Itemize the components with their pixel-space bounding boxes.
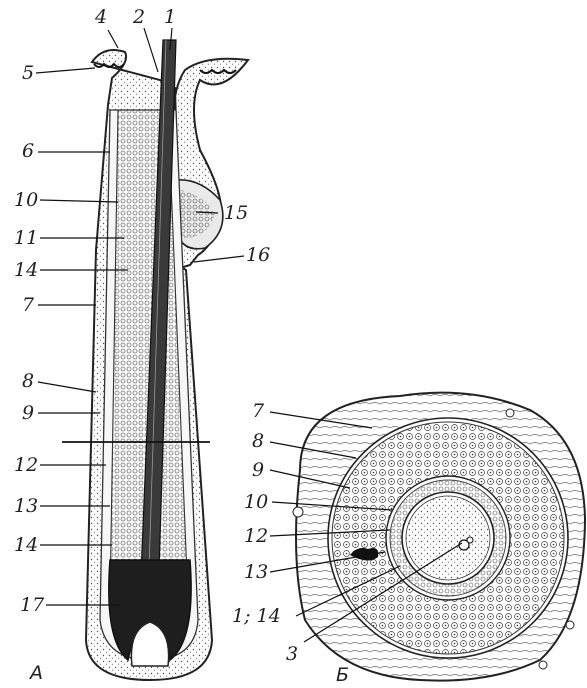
label-4: 4: [95, 8, 107, 27]
label-13: 13: [14, 497, 38, 516]
label-1: 1: [164, 8, 176, 27]
label-14: 14: [14, 261, 38, 280]
label-b-9: 9: [252, 461, 264, 480]
hair-cortex: [406, 496, 490, 580]
label-10: 10: [14, 191, 38, 210]
label-b-13: 13: [244, 563, 268, 582]
label-11: 11: [14, 229, 38, 248]
label-5: 5: [22, 64, 34, 83]
label-17: 17: [20, 596, 44, 615]
label-b-7: 7: [252, 402, 264, 421]
label-8: 8: [22, 372, 34, 391]
label-9: 9: [22, 404, 34, 423]
label-b-10: 10: [244, 493, 268, 512]
label-6: 6: [22, 142, 34, 161]
label-b-12: 12: [244, 527, 268, 546]
label-7: 7: [22, 296, 34, 315]
label-b-8: 8: [252, 432, 264, 451]
label-15: 15: [224, 204, 248, 223]
label-14-lower: 14: [14, 536, 38, 555]
label-b-1-14: 1; 14: [232, 607, 281, 626]
label-12: 12: [14, 456, 38, 475]
label-16: 16: [246, 246, 270, 265]
label-2: 2: [133, 8, 145, 27]
panel-a-longitudinal-section: [62, 40, 248, 680]
panel-a-letter: A: [30, 664, 43, 683]
panel-b-transverse-section: [293, 393, 585, 681]
panel-b-letter: Б: [336, 666, 349, 685]
label-b-3: 3: [286, 645, 298, 664]
